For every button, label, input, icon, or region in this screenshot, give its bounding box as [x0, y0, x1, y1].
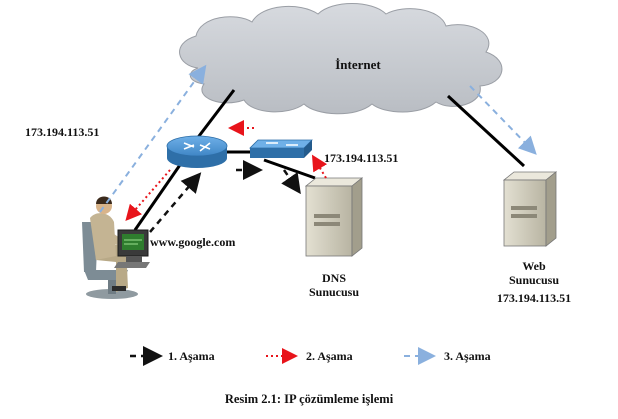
- stage2-arrows: [125, 120, 328, 222]
- query-label: www.google.com: [150, 235, 235, 249]
- ip-label-left: 173.194.113.51: [25, 125, 99, 139]
- legend-label-stage3: 3. Aşama: [444, 349, 491, 363]
- router-icon: [166, 135, 228, 168]
- web-server-label-line2: Sunucusu: [509, 273, 559, 287]
- cloud-label: İnternet: [335, 57, 381, 72]
- switch-icon: [249, 139, 313, 158]
- figure-caption: Resim 2.1: IP çözümleme işlemi: [224, 392, 394, 406]
- legend-item-stage3: 3. Aşama: [404, 347, 491, 365]
- internet-cloud: İnternet: [179, 3, 503, 115]
- dns-server-label-line2: Sunucusu: [309, 285, 359, 299]
- stage1-arrows: [149, 160, 301, 233]
- legend: 1. Aşama 2. Aşama 3. Aşama: [130, 346, 491, 366]
- user-workstation-icon: [82, 196, 150, 299]
- legend-label-stage1: 1. Aşama: [168, 349, 215, 363]
- web-server-label-line1: Web: [522, 259, 546, 273]
- legend-item-stage2: 2. Aşama: [266, 348, 353, 364]
- web-server-icon: [502, 171, 558, 247]
- dns-server-label-line1: DNS: [322, 271, 346, 285]
- network-links: [133, 89, 526, 231]
- legend-item-stage1: 1. Aşama: [130, 346, 215, 366]
- dns-server-icon: [304, 177, 364, 257]
- stage3-arrows: [99, 64, 537, 213]
- legend-label-stage2: 2. Aşama: [306, 349, 353, 363]
- ip-label-middle: 173.194.113.51: [324, 151, 398, 165]
- web-server-ip-label: 173.194.113.51: [497, 291, 571, 305]
